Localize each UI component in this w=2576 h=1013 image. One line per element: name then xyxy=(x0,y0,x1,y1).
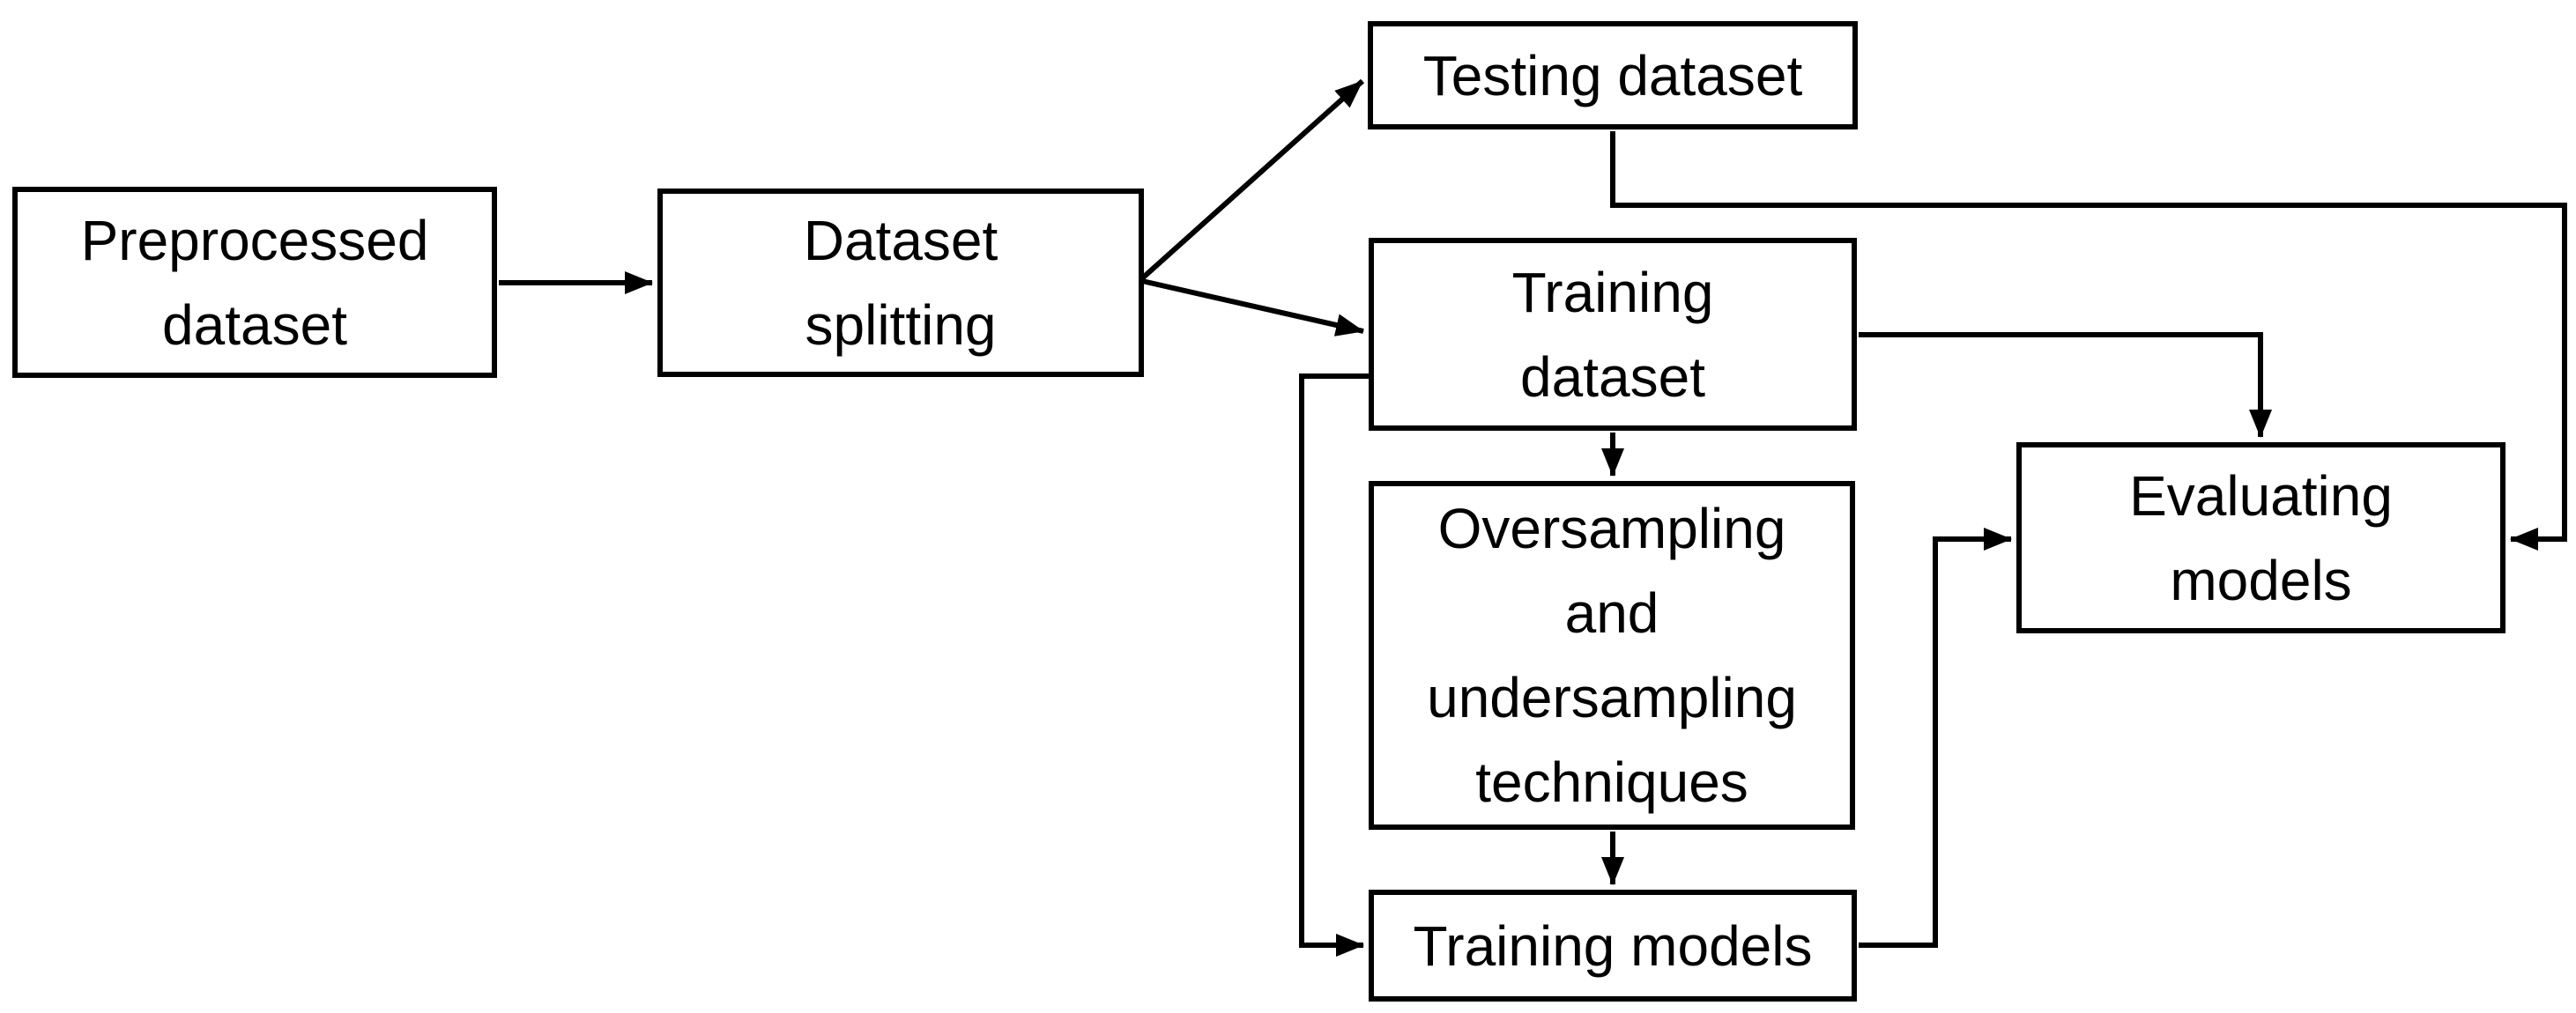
node-training-dataset: Training dataset xyxy=(1369,238,1857,431)
node-label: techniques xyxy=(1475,751,1748,814)
node-preprocessed-dataset: Preprocessed dataset xyxy=(12,187,497,378)
node-label: dataset xyxy=(1520,344,1705,409)
node-label: Evaluating xyxy=(2129,463,2393,528)
node-label: Oversampling xyxy=(1437,497,1786,560)
node-label: models xyxy=(2170,548,2352,612)
node-evaluating-models: Evaluating models xyxy=(2016,442,2505,633)
edge-training-dataset-to-training-models-bypass xyxy=(1299,373,1371,957)
node-label: splitting xyxy=(805,293,997,357)
node-label: Testing dataset xyxy=(1422,43,1803,107)
edge-training-dataset-to-evaluating xyxy=(1859,332,2272,438)
node-label: Dataset xyxy=(803,209,998,272)
node-testing-dataset: Testing dataset xyxy=(1368,21,1858,129)
node-label: undersampling xyxy=(1427,666,1797,729)
node-label: Training models xyxy=(1413,913,1813,978)
node-label: Preprocessed xyxy=(80,208,429,272)
node-label: Training xyxy=(1511,260,1714,324)
edge-splitting-to-testing xyxy=(1140,78,1365,281)
edge-splitting-to-training-dataset xyxy=(1141,278,1364,336)
node-dataset-splitting: Dataset splitting xyxy=(657,189,1144,377)
node-label: dataset xyxy=(162,292,347,357)
edge-testing-to-evaluating xyxy=(1610,131,2567,551)
node-oversampling-undersampling-techniques: Oversampling and undersampling technique… xyxy=(1369,481,1855,830)
node-label: and xyxy=(1564,581,1659,645)
edge-training-models-to-evaluating xyxy=(1859,528,2012,948)
node-training-models: Training models xyxy=(1369,890,1857,1002)
